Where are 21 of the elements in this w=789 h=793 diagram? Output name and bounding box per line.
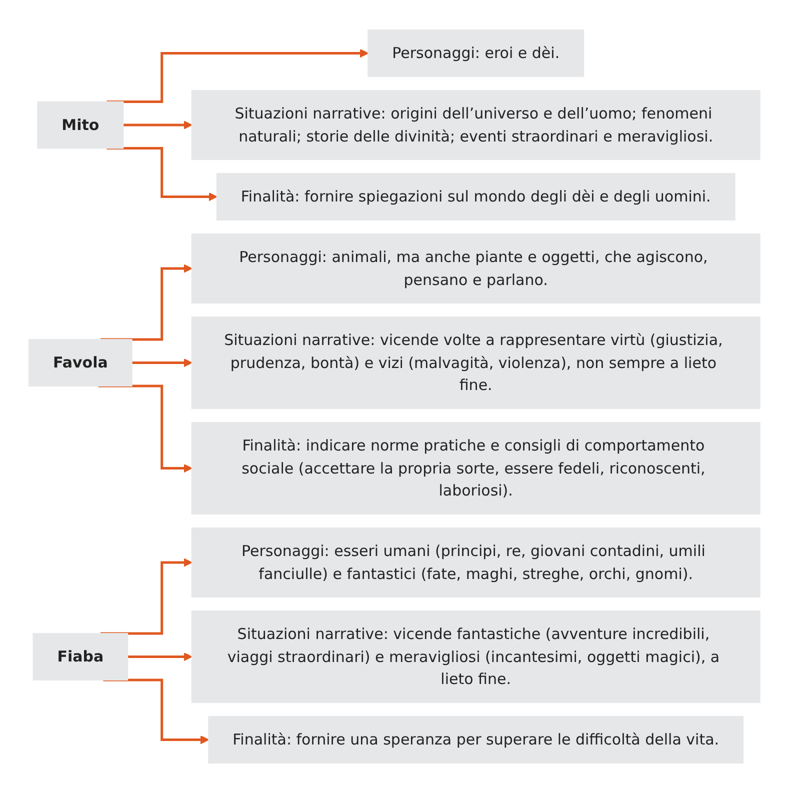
arrow [106,147,218,202]
arrow [100,558,192,635]
node-box: Finalità: fornire una speranza per superare le difficoltà della vita. [208,716,744,764]
node-box: Favola [28,339,132,386]
arrow [106,48,369,103]
node-box: Situazioni narrative: origini dell’universo e dell’uomo; fenomeni naturali; storie delle divinità; eventi straordinari e meravigliosi. [191,90,760,160]
node-box: Personaggi: eroi e dèi. [368,30,584,77]
arrow [100,264,192,341]
node-box: Situazioni narrative: vicende fantastiche (avventure incredibili, viaggi straordinari) e meravigliosi (incantesimi, oggetti magici), a lieto fine. [191,610,760,703]
arrow [132,358,192,368]
arrow [128,652,192,662]
arrow [98,384,192,473]
node-box: Personaggi: esseri umani (principi, re, giovani contadini, umili fanciulle) e fantastici (fate, maghi, streghe, orchi, gnomi). [191,528,760,598]
node-box: Finalità: fornire spiegazioni sul mondo degli dèi e degli uomini. [216,173,736,220]
arrow [123,120,192,130]
node-box: Finalità: indicare norme pratiche e consigli di comportamento sociale (accettare la propria sorte, essere fedeli, riconoscenti, laboriosi). [191,422,760,514]
node-box: Personaggi: animali, ma anche piante e oggetti, che agiscono, pensano e parlano. [191,234,760,304]
node-box: Fiaba [32,633,128,680]
node-box: Situazioni narrative: vicende volte a rappresentare virtù (giustizia, prudenza, bontà) e vizi (malvagità, violenza), non sempre a lieto fine. [191,316,760,409]
node-box: Mito [37,101,124,149]
arrow [103,678,210,744]
